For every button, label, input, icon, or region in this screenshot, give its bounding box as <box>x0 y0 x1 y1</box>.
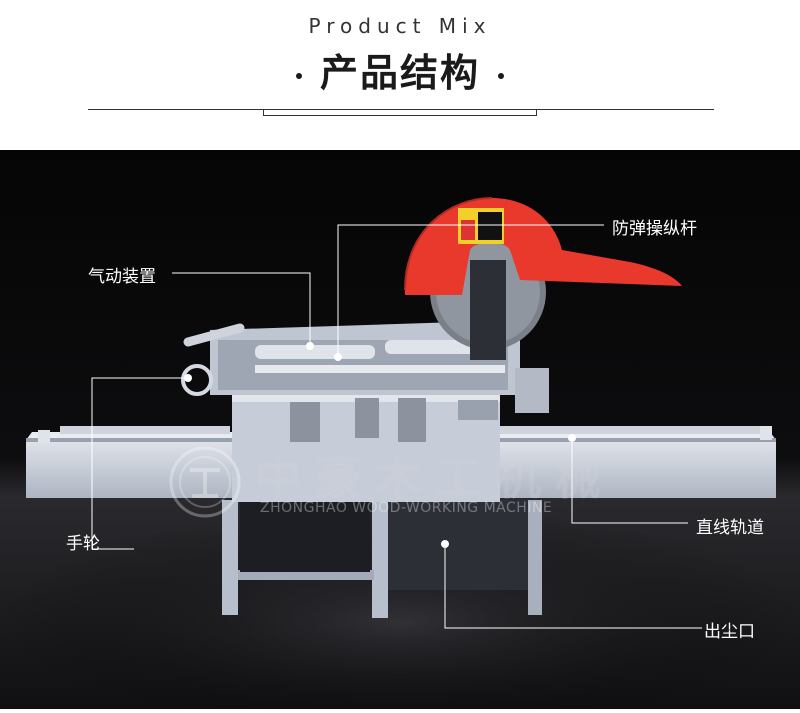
watermark-chinese: 中豪木工机械 <box>255 451 615 505</box>
header-divider <box>88 109 714 110</box>
machine-illustration <box>0 150 800 709</box>
section-title-text: 产品结构 <box>319 51 480 95</box>
header-underline-bracket <box>263 109 537 116</box>
callout-dots <box>184 342 576 548</box>
callout-handwheel: 手轮 <box>66 534 100 554</box>
carriage <box>232 394 500 502</box>
callout-linear-rail: 直线轨道 <box>696 518 764 538</box>
callout-pneumatic: 气动装置 <box>88 267 156 287</box>
title-dot-left <box>295 72 302 79</box>
title-dot-right <box>498 72 504 79</box>
top-frame <box>181 320 549 413</box>
watermark-english: ZHONGHAO WOOD-WORKING MACHINE <box>260 500 553 516</box>
section-title: 产品结构 <box>0 42 800 97</box>
section-header: Product Mix 产品结构 <box>0 0 800 150</box>
callout-lines <box>91 224 702 629</box>
machine-stand <box>222 500 542 618</box>
watermark-logo <box>169 446 241 518</box>
callout-protection-bar: 防弹操纵杆 <box>612 219 697 239</box>
section-subtitle: Product Mix <box>308 14 492 38</box>
callout-dust-outlet: 出尘口 <box>704 622 755 642</box>
product-photo: 中豪木工机械 ZHONGHAO WOOD-WORKING MACHINE 气动装… <box>0 150 800 709</box>
